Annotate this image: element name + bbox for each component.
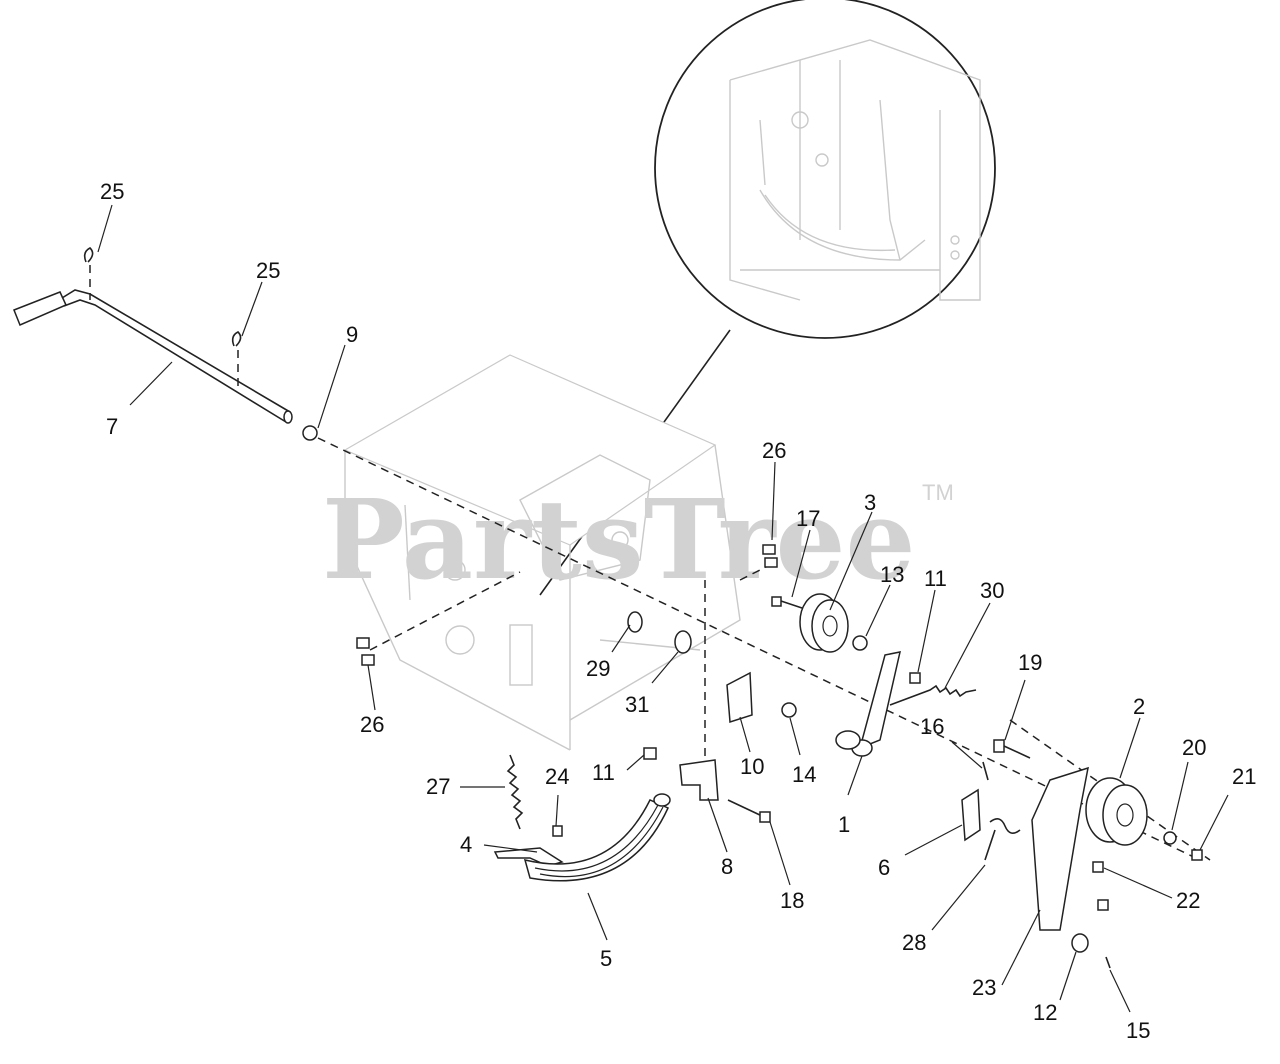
callout-29: 29 — [586, 656, 610, 681]
washer-part-13 — [852, 635, 868, 651]
clip-part-25-left — [83, 247, 94, 263]
callout-labels: 1 2 3 4 5 6 7 8 9 10 11 11 12 13 14 15 1… — [100, 179, 1256, 1043]
callout-22: 22 — [1176, 888, 1200, 913]
callout-2: 2 — [1133, 694, 1145, 719]
bracket-part-6 — [961, 788, 981, 842]
callout-6: 6 — [878, 855, 890, 880]
watermark-trademark: TM — [922, 480, 954, 505]
callout-30: 30 — [980, 578, 1004, 603]
callout-7: 7 — [106, 414, 118, 439]
dash-left-bolts — [369, 571, 521, 651]
bracket-part-8 — [679, 759, 719, 801]
pin-part-16 — [982, 761, 989, 781]
callout-10: 10 — [740, 754, 764, 779]
callout-26-right: 26 — [762, 438, 786, 463]
clip-part-25-right — [231, 331, 242, 347]
bolt-part-18 — [727, 799, 771, 823]
callout-20: 20 — [1182, 735, 1206, 760]
callout-23: 23 — [972, 975, 996, 1000]
bolt-part-26-right — [762, 544, 778, 568]
callout-25-right: 25 — [256, 258, 280, 283]
ring-part-29 — [627, 611, 643, 633]
callout-31: 31 — [625, 692, 649, 717]
pin-part-15 — [1105, 956, 1111, 969]
callout-21: 21 — [1232, 764, 1256, 789]
spring-part-27 — [506, 754, 524, 830]
washer-part-20 — [1163, 831, 1177, 845]
callout-5: 5 — [600, 946, 612, 971]
callout-9: 9 — [346, 322, 358, 347]
callout-25-left: 25 — [100, 179, 124, 204]
callout-16: 16 — [920, 714, 944, 739]
leader-lines — [97, 204, 1229, 1013]
callout-13: 13 — [880, 562, 904, 587]
chassis-housing — [343, 354, 741, 751]
clip-part-24 — [552, 825, 563, 837]
rod-part-7 — [13, 289, 318, 441]
spring-part-28 — [984, 818, 1021, 861]
bar-part-5 — [523, 793, 671, 882]
callout-11-upper: 11 — [924, 566, 947, 591]
callout-18: 18 — [780, 888, 804, 913]
callout-17: 17 — [796, 506, 820, 531]
plate-part-10 — [726, 671, 753, 724]
bolt-part-19 — [993, 739, 1031, 759]
callout-27: 27 — [426, 774, 450, 799]
callout-19: 19 — [1018, 650, 1042, 675]
arm-part-23 — [1031, 766, 1089, 931]
spring-part-30 — [889, 684, 977, 706]
washer-part-14 — [781, 702, 797, 718]
callout-14: 14 — [792, 762, 816, 787]
bolt-part-22-b — [1097, 899, 1109, 911]
callout-28: 28 — [902, 930, 926, 955]
bushing-part-12 — [1071, 933, 1089, 953]
callout-24: 24 — [545, 764, 569, 789]
callout-15: 15 — [1126, 1018, 1150, 1043]
nut-part-11-upper — [909, 672, 921, 684]
callout-26-left: 26 — [360, 712, 384, 737]
washer-part-31 — [674, 630, 692, 654]
callout-3: 3 — [864, 490, 876, 515]
watermark-brand: PartsTree — [322, 475, 916, 604]
detail-inset — [654, 0, 996, 339]
bolt-part-26-left — [356, 637, 375, 666]
dash-lower-pulley — [1009, 719, 1211, 861]
callout-1: 1 — [838, 812, 850, 837]
dash-right-bolts — [739, 564, 771, 581]
callout-11-lower: 11 — [592, 760, 615, 785]
nut-part-21 — [1191, 849, 1203, 861]
pulley-part-2 — [1085, 777, 1148, 846]
callout-8: 8 — [721, 854, 733, 879]
nut-part-11-lower — [643, 747, 657, 760]
callout-12: 12 — [1033, 1000, 1057, 1025]
bolt-part-22 — [1092, 861, 1104, 873]
callout-4: 4 — [460, 832, 472, 857]
pulley-part-3 — [799, 593, 849, 653]
